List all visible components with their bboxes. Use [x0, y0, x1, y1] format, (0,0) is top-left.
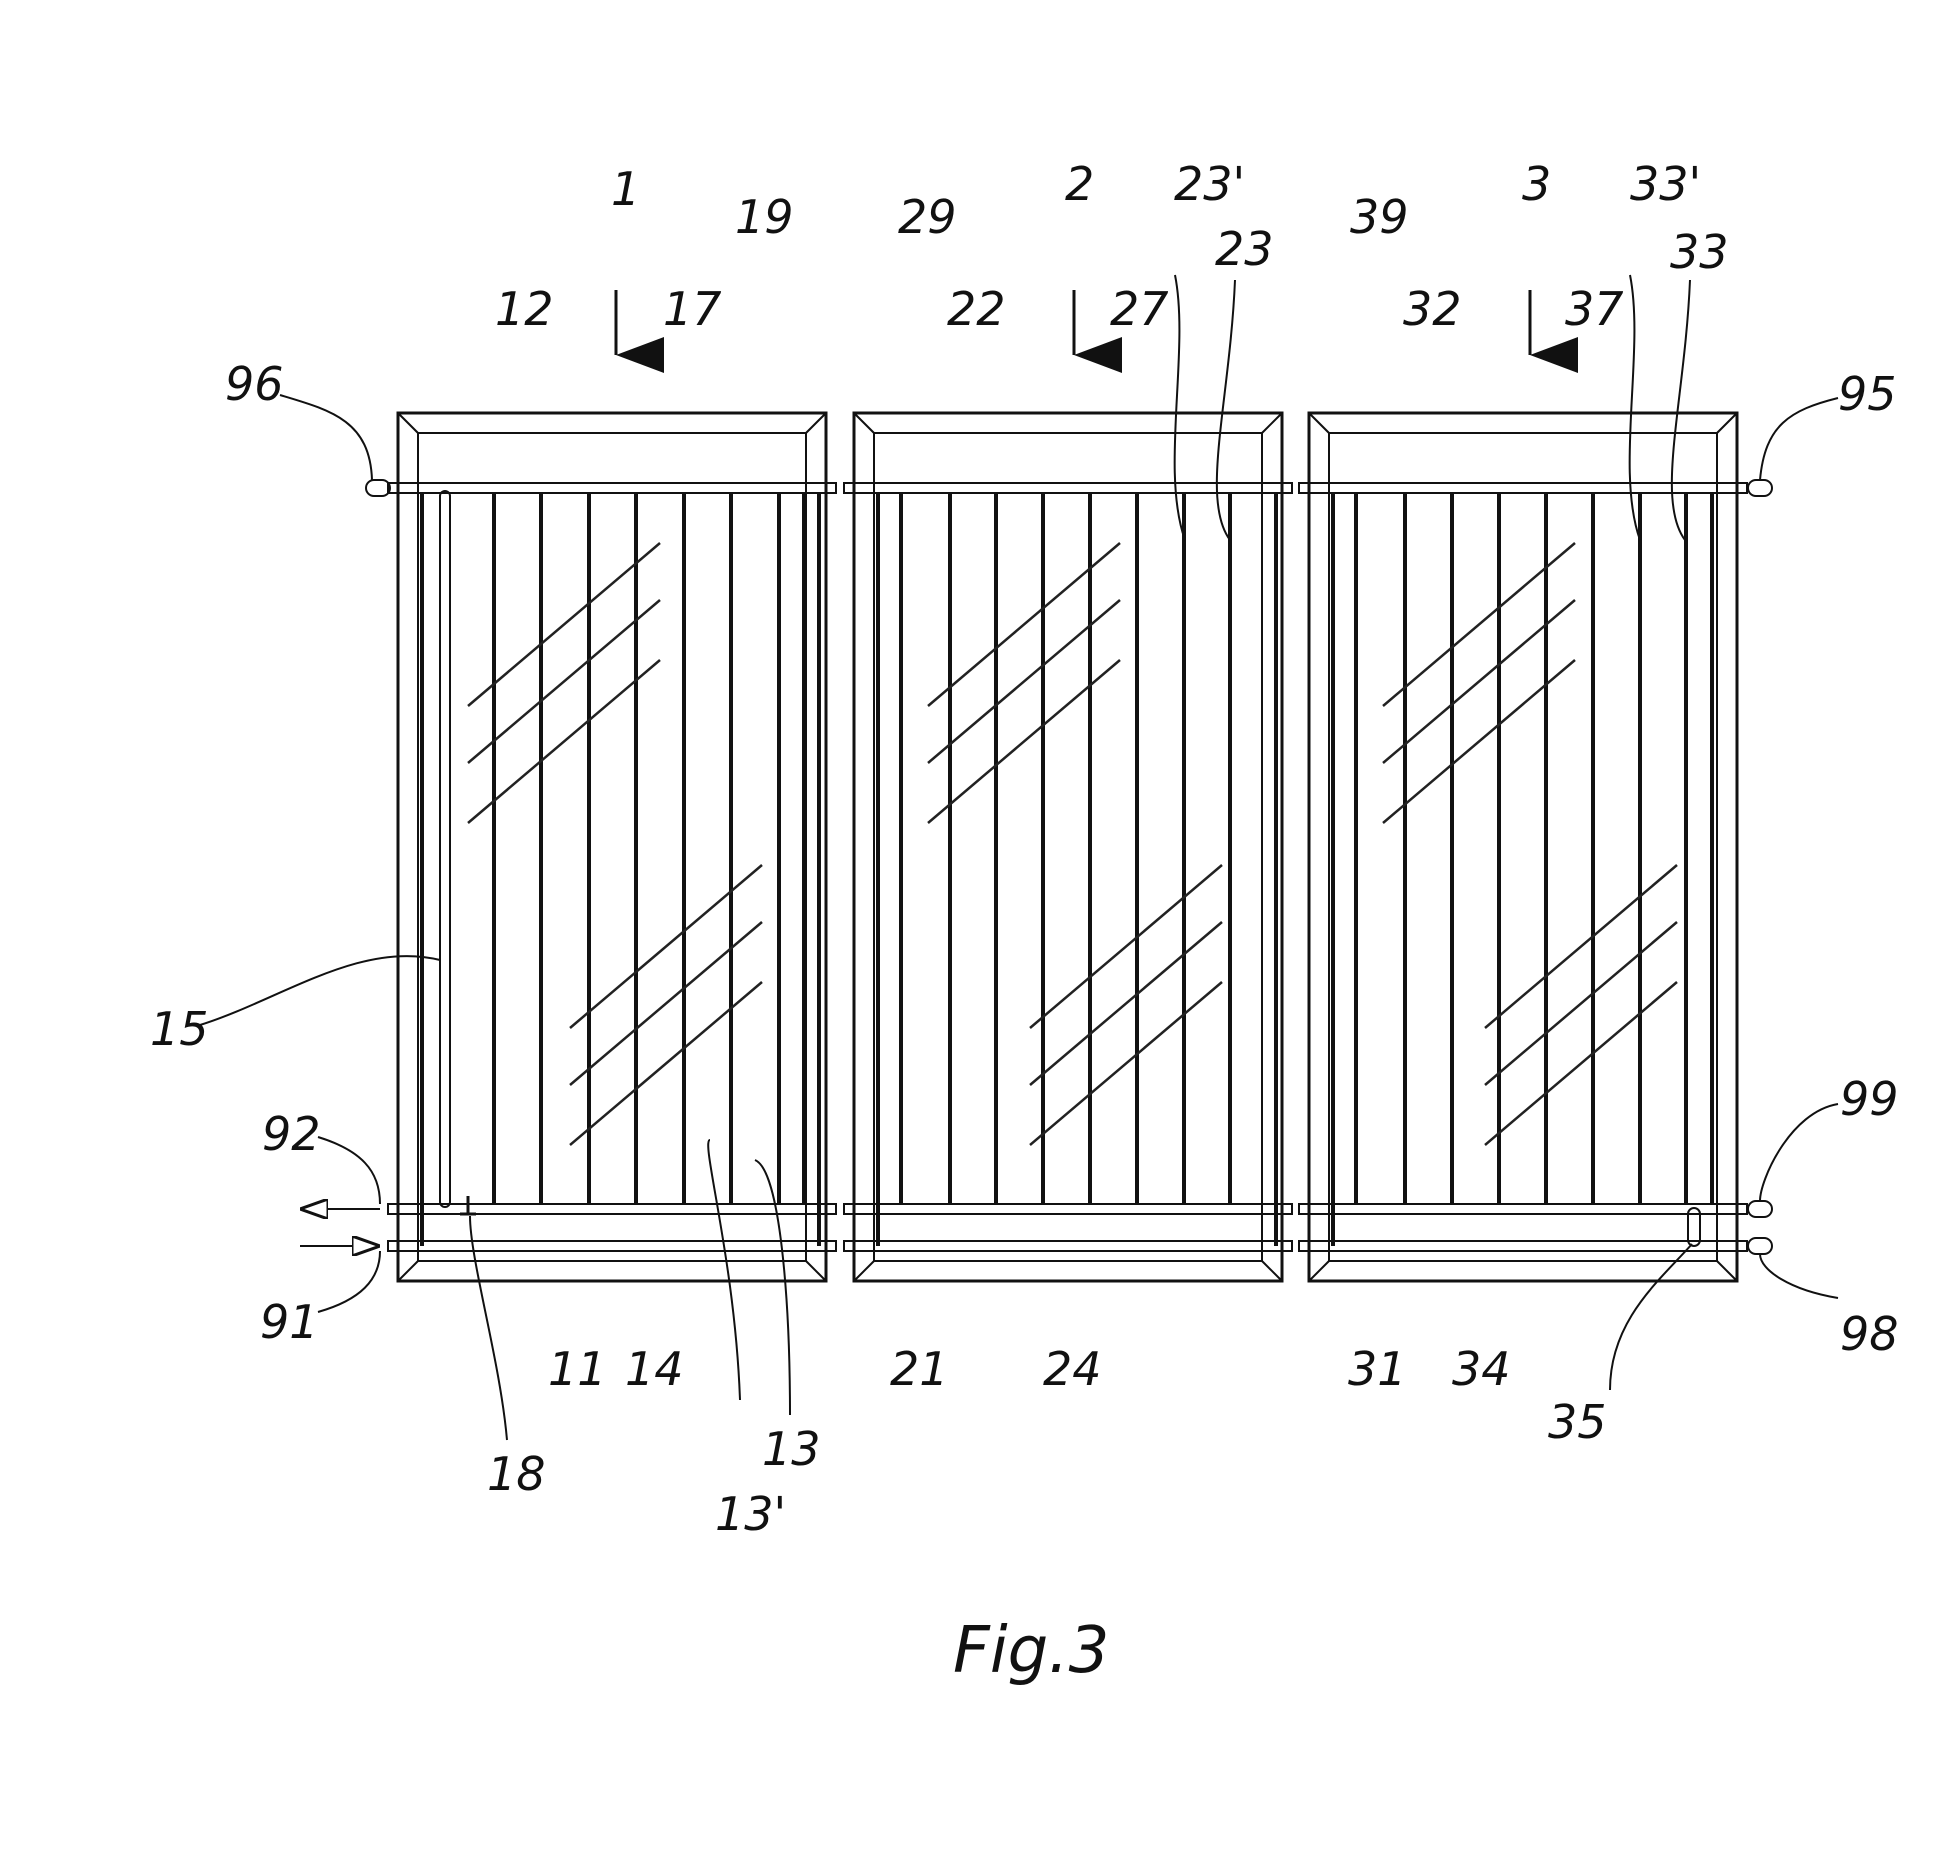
label-37: 37: [1565, 282, 1624, 336]
label-95: 95: [1838, 367, 1897, 421]
label-23-prime: 23': [1174, 157, 1245, 211]
label-panel-2: 2: [1065, 157, 1094, 211]
upper-header-22: [844, 483, 1292, 493]
label-18: 18: [487, 1447, 546, 1501]
label-19: 19: [735, 190, 794, 244]
riser-tubes-panel-3: [1356, 493, 1686, 1204]
label-27: 27: [1110, 282, 1169, 336]
label-91: 91: [260, 1295, 319, 1349]
label-panel-3: 3: [1522, 157, 1551, 211]
return-header-24: [844, 1241, 1292, 1251]
end-cap-99: [1748, 1201, 1772, 1217]
label-32: 32: [1403, 282, 1462, 336]
lower-header-31: [1299, 1204, 1747, 1214]
upper-header-12: [388, 483, 836, 493]
label-13-prime: 13': [715, 1487, 786, 1541]
lower-header-11: [388, 1204, 836, 1214]
label-99: 99: [1840, 1072, 1899, 1126]
label-39: 39: [1350, 190, 1409, 244]
collector-panel-3: [1299, 413, 1747, 1281]
label-33-prime: 33': [1630, 157, 1701, 211]
sensor-tube-15: [440, 491, 450, 1207]
upper-header-32: [1299, 483, 1747, 493]
label-29: 29: [898, 190, 957, 244]
riser-tubes-panel-1: [494, 493, 804, 1204]
end-cap-95: [1748, 480, 1772, 496]
end-cap-96: [366, 480, 390, 496]
lower-header-21: [844, 1204, 1292, 1214]
label-11: 11: [548, 1342, 607, 1396]
return-header-34: [1299, 1241, 1747, 1251]
label-13: 13: [762, 1422, 821, 1476]
figure-caption: Fig.3: [953, 1614, 1109, 1688]
label-33: 33: [1670, 225, 1729, 279]
riser-tubes-panel-2: [901, 493, 1230, 1204]
label-21: 21: [890, 1342, 949, 1396]
label-15: 15: [150, 1002, 209, 1056]
label-98: 98: [1840, 1307, 1899, 1361]
collector-panel-2: [844, 413, 1292, 1281]
label-24: 24: [1043, 1342, 1102, 1396]
glass-hatch-panel-2: [928, 543, 1222, 1145]
label-14: 14: [625, 1342, 684, 1396]
label-23: 23: [1215, 222, 1274, 276]
label-17: 17: [663, 282, 722, 336]
label-92: 92: [262, 1107, 321, 1161]
label-31: 31: [1348, 1342, 1407, 1396]
collector-panel-1: [388, 413, 836, 1281]
label-12: 12: [495, 282, 554, 336]
label-22: 22: [947, 282, 1006, 336]
label-panel-1: 1: [611, 162, 640, 216]
label-34: 34: [1452, 1342, 1511, 1396]
glass-hatch-panel-3: [1383, 543, 1677, 1145]
label-35: 35: [1548, 1395, 1607, 1449]
return-header-14: [388, 1241, 836, 1251]
end-cap-98: [1748, 1238, 1772, 1254]
label-96: 96: [225, 357, 284, 411]
glass-hatch-panel-1: [468, 543, 762, 1145]
